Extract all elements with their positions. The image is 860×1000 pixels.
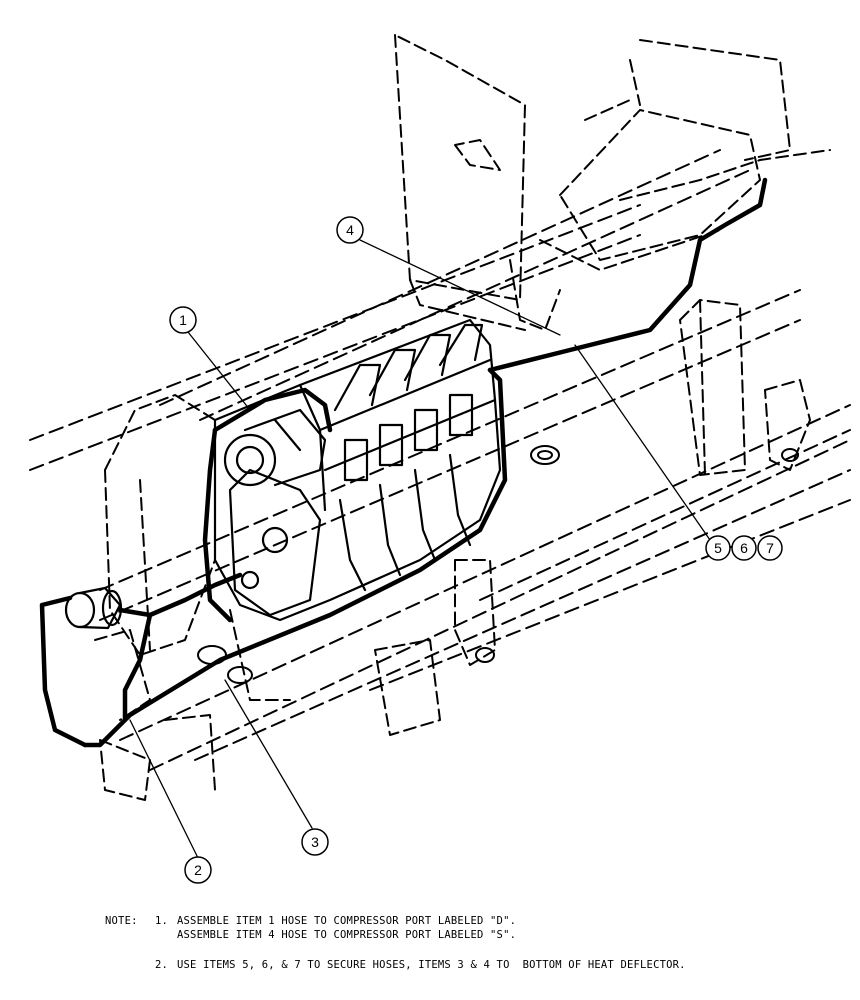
callout-item-1: 1 bbox=[169, 306, 197, 334]
assembly-notes: NOTE: 1. ASSEMBLE ITEM 1 HOSE TO COMPRES… bbox=[0, 905, 860, 1000]
callout-item-3-label: 3 bbox=[311, 834, 319, 850]
callout-item-5-label: 5 bbox=[714, 540, 722, 556]
cab-structure bbox=[394, 34, 831, 476]
hose-loop-left bbox=[39, 595, 88, 748]
note-1-line-2: ASSEMBLE ITEM 4 HOSE TO COMPRESSOR PORT … bbox=[177, 929, 517, 941]
hose-to-drier bbox=[117, 572, 243, 618]
callout-item-4-label: 4 bbox=[346, 222, 354, 238]
callout-item-1-label: 1 bbox=[179, 312, 187, 328]
callout-item-6: 6 bbox=[731, 535, 757, 561]
leader-item-1 bbox=[187, 331, 251, 411]
leader-item-567 bbox=[574, 344, 711, 541]
note-2-text: USE ITEMS 5, 6, & 7 TO SECURE HOSES, ITE… bbox=[177, 959, 686, 971]
hose-item-1 bbox=[212, 387, 333, 433]
frame-rails bbox=[29, 149, 851, 771]
leader-item-3 bbox=[224, 679, 313, 829]
callout-item-2: 2 bbox=[184, 856, 212, 884]
engine-block bbox=[213, 318, 502, 622]
note-1-line-1: ASSEMBLE ITEM 1 HOSE TO COMPRESSOR PORT … bbox=[177, 915, 517, 927]
note-1-number: 1. bbox=[155, 915, 169, 927]
hose-item-1-down bbox=[202, 427, 233, 623]
callout-item-2-label: 2 bbox=[194, 862, 202, 878]
hose-item-4-drop bbox=[82, 367, 508, 748]
hose-item-2 bbox=[122, 612, 153, 723]
callout-item-7: 7 bbox=[757, 535, 783, 561]
leader-item-4 bbox=[359, 239, 561, 336]
receiver-drier bbox=[64, 586, 123, 630]
note-2-number: 2. bbox=[155, 959, 169, 971]
hose-routing-diagram: 1 4 5 6 7 3 2 bbox=[29, 34, 851, 884]
hose-item-4 bbox=[487, 177, 768, 373]
leader-lines bbox=[129, 239, 711, 859]
callout-item-4: 4 bbox=[336, 216, 364, 244]
leader-item-2 bbox=[129, 719, 199, 859]
callout-item-7-label: 7 bbox=[766, 540, 774, 556]
ac-hoses bbox=[39, 177, 768, 748]
callout-item-6-label: 6 bbox=[740, 540, 748, 556]
hitch-brackets bbox=[164, 559, 496, 791]
callout-item-3: 3 bbox=[301, 828, 329, 856]
notes-label: NOTE: bbox=[105, 915, 138, 927]
callout-item-5: 5 bbox=[705, 535, 731, 561]
